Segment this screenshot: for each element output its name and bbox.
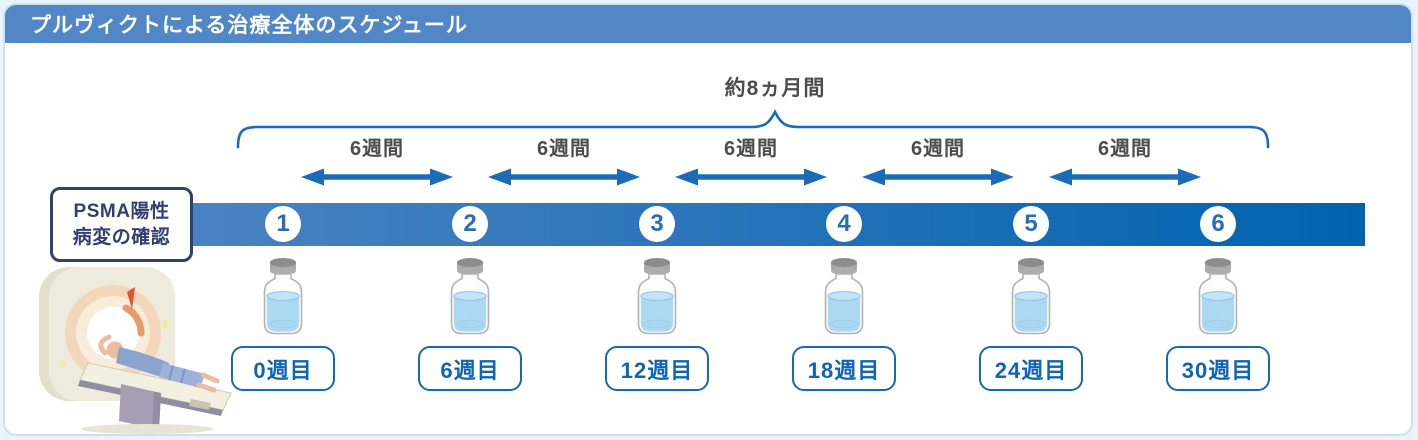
medicine-vial-icon: [637, 258, 677, 335]
interval-label: 6週間: [910, 138, 966, 160]
dose-number: 5: [1024, 210, 1038, 237]
psma-check-box: PSMA陽性 病変の確認: [50, 187, 193, 262]
double-arrow-icon: [488, 168, 640, 186]
timeline-bar: [125, 203, 1365, 246]
dose-number: 6: [1211, 210, 1225, 237]
psma-check-line1: PSMA陽性: [73, 200, 170, 222]
week-label: 12週目: [620, 357, 694, 383]
week-label-box: 12週目: [605, 346, 709, 391]
dose-number-badge: 6: [1200, 206, 1236, 242]
curly-brace-icon: [236, 109, 1270, 149]
dose-number: 4: [837, 210, 851, 237]
psma-check-line2: 病変の確認: [72, 226, 171, 248]
content-card: プルヴィクトによる治療全体のスケジュール 約8ヵ月間 6週間 6週間 6週間 6…: [3, 3, 1413, 436]
medicine-vial-icon: [824, 258, 864, 335]
dose-number-badge: 4: [826, 206, 862, 242]
medicine-vial-icon: [1011, 258, 1051, 335]
interval-label: 6週間: [1097, 138, 1153, 160]
header-bar: プルヴィクトによる治療全体のスケジュール: [5, 5, 1411, 43]
interval-group: 6週間: [675, 139, 827, 191]
dose-number: 3: [650, 210, 664, 237]
interval-label: 6週間: [723, 138, 779, 160]
page-title: プルヴィクトによる治療全体のスケジュール: [30, 14, 468, 37]
interval-group: 6週間: [301, 139, 453, 191]
double-arrow-icon: [675, 168, 827, 186]
week-label: 24週目: [994, 357, 1068, 383]
dose-number: 2: [463, 210, 477, 237]
week-label-box: 18週目: [792, 346, 896, 391]
week-label-box: 6週目: [418, 346, 522, 391]
dose-number-badge: 2: [452, 206, 488, 242]
dose-number: 1: [276, 210, 290, 237]
week-label: 0週目: [253, 357, 313, 383]
week-label: 30週目: [1181, 357, 1255, 383]
week-label-box: 24週目: [979, 346, 1083, 391]
medicine-vial-icon: [263, 258, 303, 335]
interval-group: 6週間: [1049, 139, 1201, 191]
medicine-vial-icon: [450, 258, 490, 335]
week-label: 6週目: [440, 357, 500, 383]
interval-group: 6週間: [488, 139, 640, 191]
week-label: 18週目: [807, 357, 881, 383]
dose-number-badge: 1: [265, 206, 301, 242]
week-label-box: 30週目: [1166, 346, 1270, 391]
overall-duration-label: 約8ヵ月間: [724, 77, 826, 100]
ct-scanner-illustration: [39, 267, 232, 434]
double-arrow-icon: [1049, 168, 1201, 186]
double-arrow-icon: [862, 168, 1014, 186]
interval-group: 6週間: [862, 139, 1014, 191]
week-label-box: 0週目: [231, 346, 335, 391]
medicine-vial-icon: [1198, 258, 1238, 335]
dose-number-badge: 5: [1013, 206, 1049, 242]
dose-number-badge: 3: [639, 206, 675, 242]
interval-label: 6週間: [536, 138, 592, 160]
interval-label: 6週間: [349, 138, 405, 160]
double-arrow-icon: [301, 168, 453, 186]
